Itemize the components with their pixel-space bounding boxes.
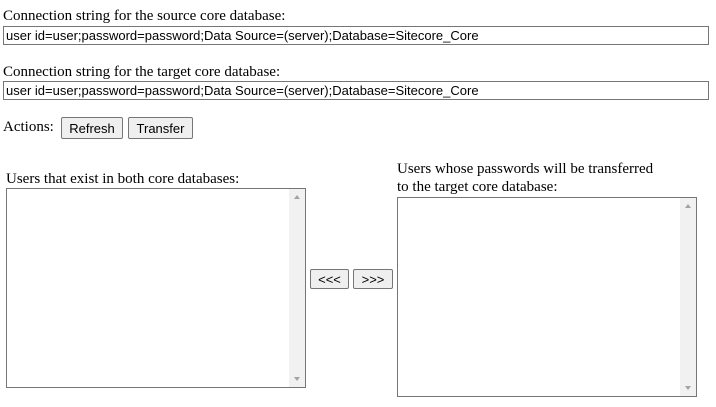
refresh-button[interactable]: Refresh xyxy=(61,117,123,139)
scroll-down-arrow-icon[interactable] xyxy=(685,386,691,390)
move-right-button[interactable]: >>> xyxy=(353,269,393,289)
scroll-up-arrow-icon[interactable] xyxy=(685,204,691,208)
target-connection-label: Connection string for the target core da… xyxy=(3,64,281,80)
source-connection-input[interactable] xyxy=(3,26,709,45)
users-transfer-scrollbar[interactable] xyxy=(680,198,696,396)
actions-label: Actions: xyxy=(3,119,54,135)
users-both-listbox[interactable] xyxy=(6,188,306,388)
target-connection-input[interactable] xyxy=(3,81,709,100)
source-connection-label: Connection string for the source core da… xyxy=(3,8,286,24)
move-left-button[interactable]: <<< xyxy=(310,269,349,289)
transfer-button[interactable]: Transfer xyxy=(128,117,193,139)
users-transfer-label-line1: Users whose passwords will be transferre… xyxy=(397,161,654,177)
scroll-down-arrow-icon[interactable] xyxy=(294,377,300,381)
scroll-up-arrow-icon[interactable] xyxy=(294,195,300,199)
users-transfer-label-line2: to the target core database: xyxy=(397,179,558,195)
users-both-scrollbar[interactable] xyxy=(289,189,305,387)
users-both-label: Users that exist in both core databases: xyxy=(6,171,240,187)
users-transfer-listbox[interactable] xyxy=(397,197,697,397)
